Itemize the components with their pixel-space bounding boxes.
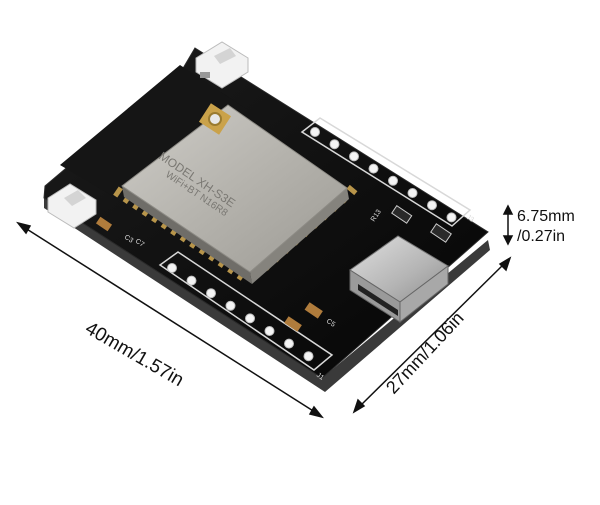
component-right	[430, 223, 452, 243]
ipex-connector	[198, 103, 232, 135]
label-c3: C3	[123, 234, 134, 245]
header-pin-hole	[427, 200, 437, 211]
label-c7: C7	[134, 238, 145, 249]
dimension-arrow-length	[16, 221, 324, 419]
capacitor-c5	[304, 302, 323, 319]
header-pin-hole	[245, 313, 255, 324]
top-button	[195, 41, 249, 89]
module-shield-side-right	[250, 188, 349, 284]
module-pad	[346, 184, 358, 196]
header-pins-top	[310, 127, 457, 223]
label-c5: C5	[325, 318, 336, 329]
component-r13	[391, 204, 413, 224]
header-pin-hole	[349, 151, 359, 162]
antenna-area	[60, 65, 248, 205]
module-pad	[113, 186, 123, 198]
header-pin-hole	[303, 351, 314, 362]
capacitor-c3	[284, 316, 302, 332]
module-shield	[121, 104, 348, 273]
capacitor-c7	[95, 216, 113, 232]
header-pin-hole	[446, 212, 457, 223]
header-pin-hole	[329, 139, 340, 150]
header-pin-hole	[368, 163, 379, 174]
dimension-height-mm-label: 6.75mm	[517, 208, 575, 225]
module-shield-side	[122, 186, 252, 284]
header-pin-hole	[284, 338, 294, 349]
dimension-arrow-height	[502, 204, 514, 246]
header-pin-hole	[407, 188, 418, 198]
dimension-height-in-label: /0.27in	[517, 228, 566, 245]
header-j1	[158, 251, 334, 371]
label-j3: J3	[465, 214, 475, 224]
header-pin-hole	[225, 300, 236, 311]
usb-c-port-opening	[358, 284, 398, 316]
header-pins-bottom	[167, 263, 314, 362]
usb-c-connector	[349, 235, 449, 324]
header-j3	[300, 117, 472, 227]
label-j1: J1	[315, 372, 325, 382]
header-pin-hole	[167, 263, 177, 273]
pcb-edge	[44, 198, 490, 392]
header-pin-hole	[186, 275, 197, 286]
header-pin-hole	[206, 288, 216, 299]
left-button	[47, 183, 97, 229]
header-pin-hole	[264, 326, 275, 336]
header-pin-hole	[388, 175, 398, 186]
header-pin-hole	[310, 127, 320, 137]
dimension-arrow-width	[352, 256, 512, 414]
